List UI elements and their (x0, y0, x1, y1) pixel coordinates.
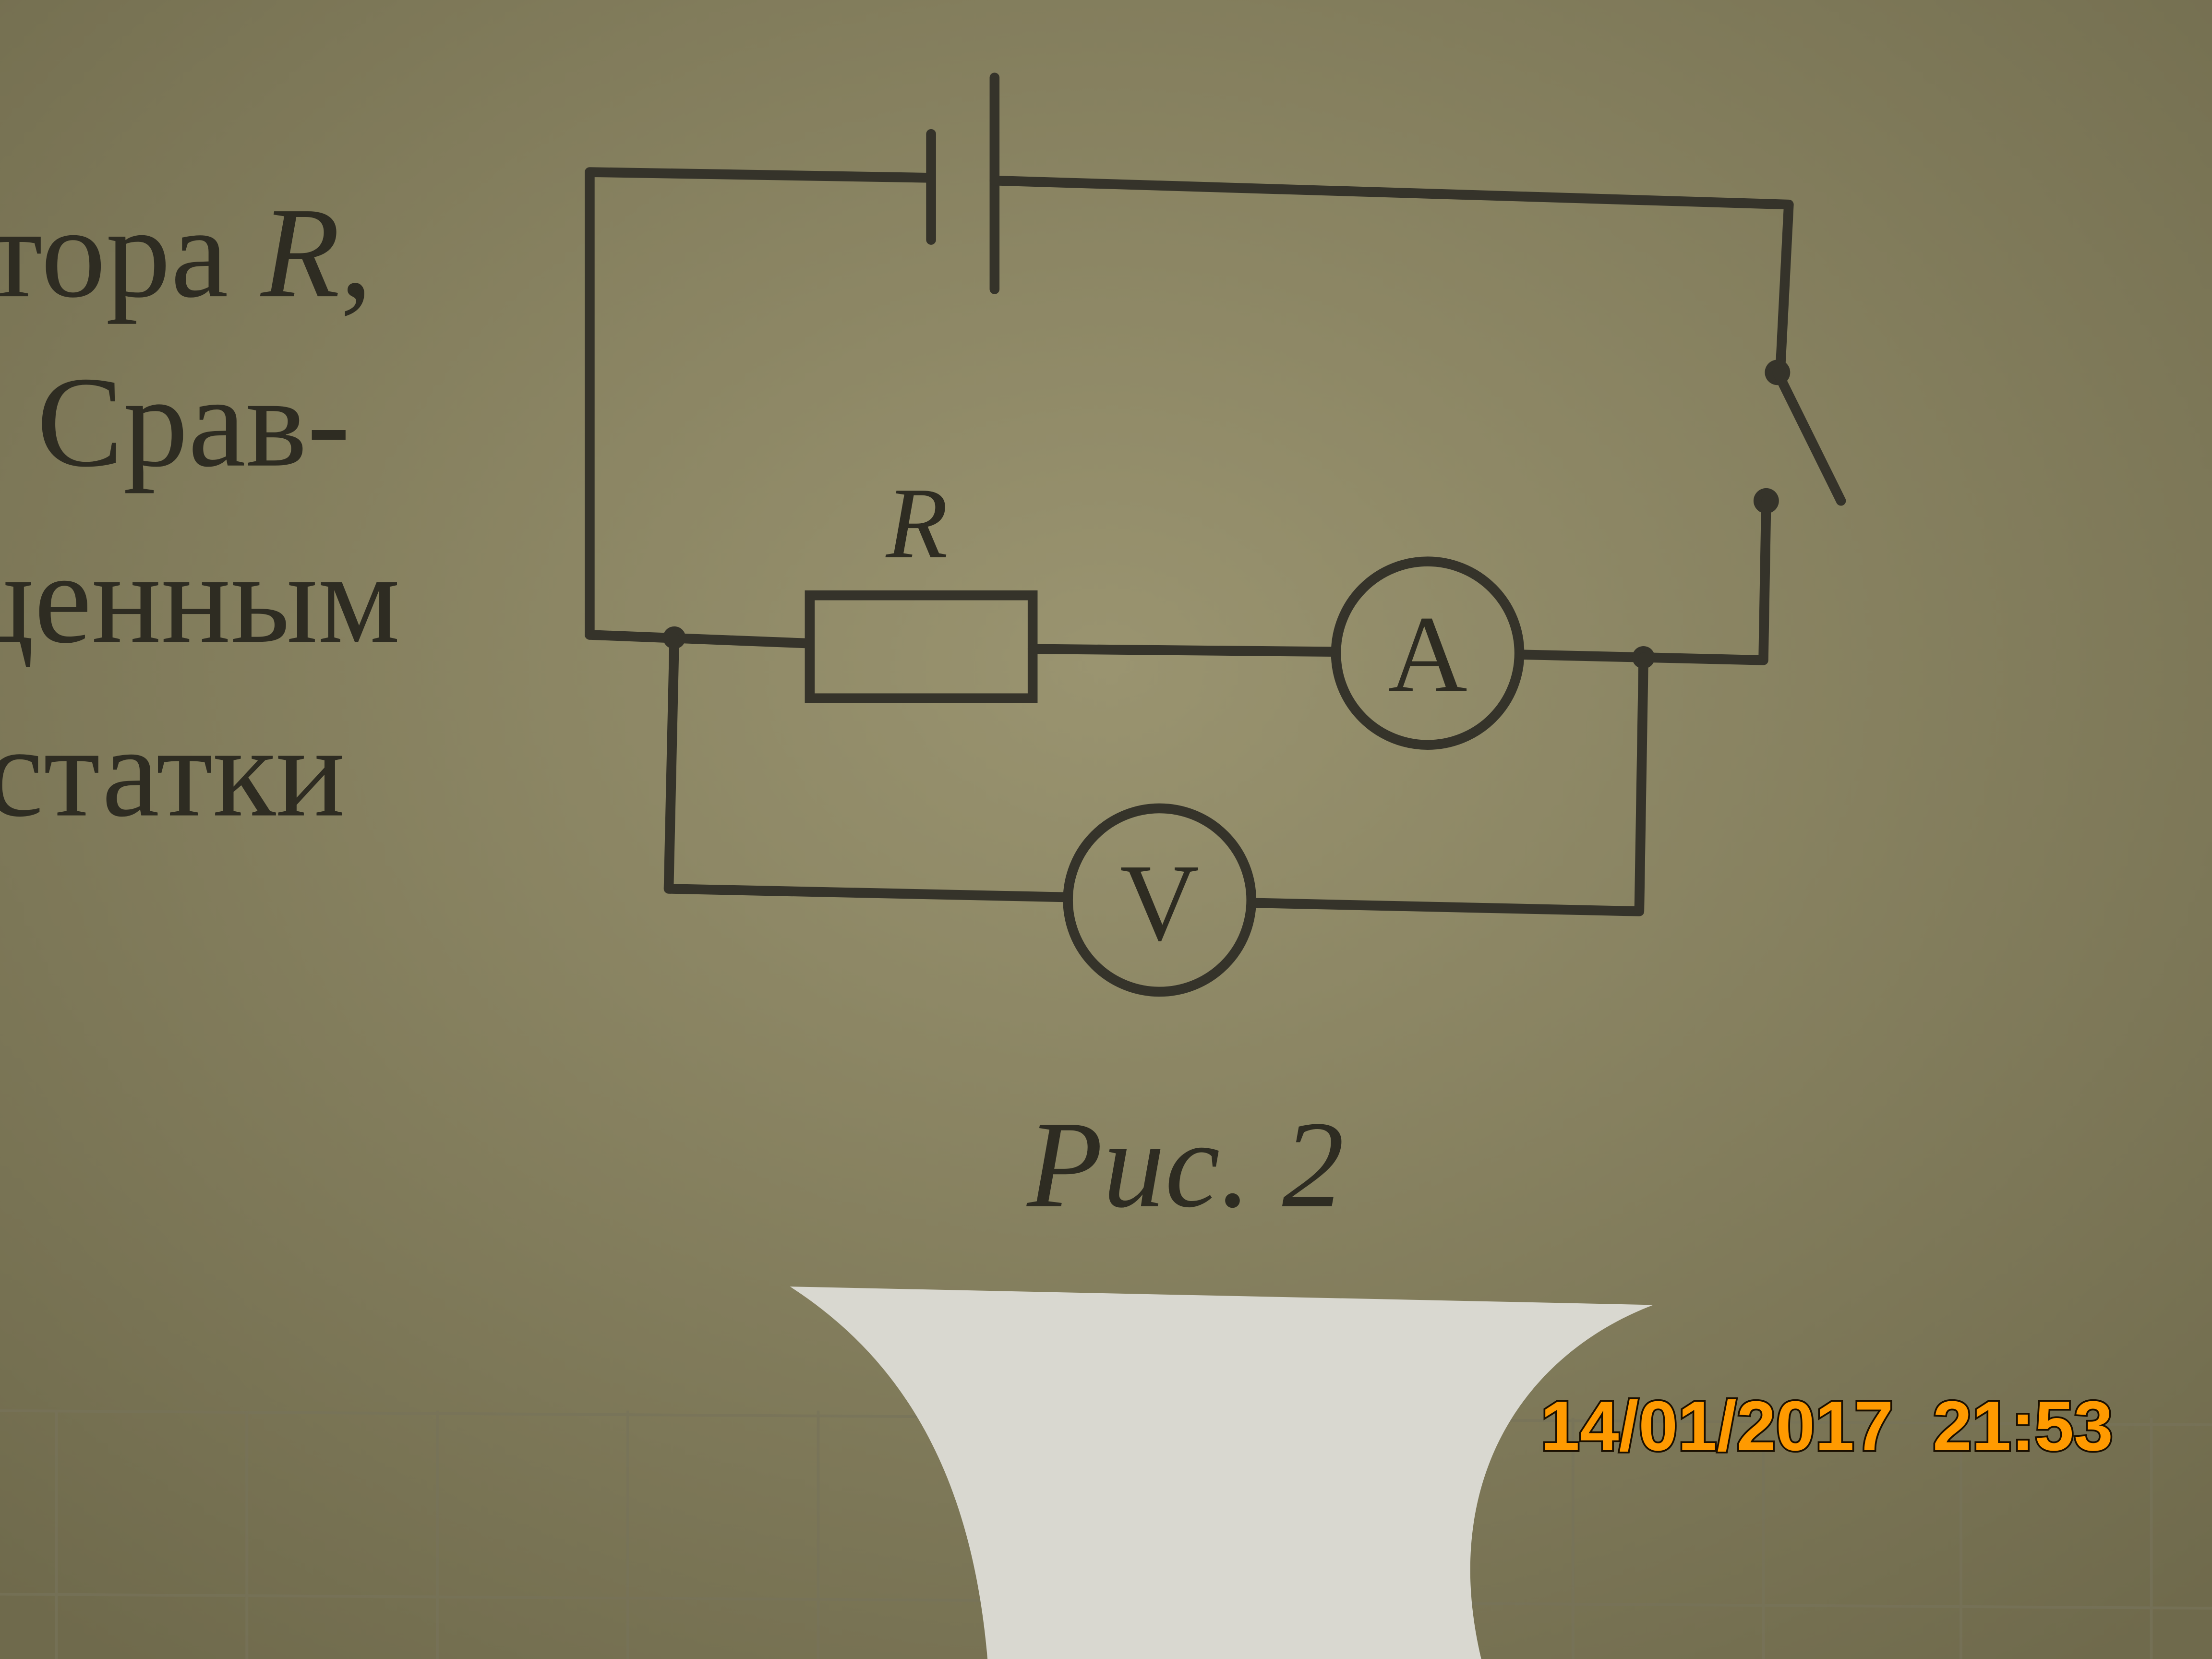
wire-left-lower (585, 630, 812, 649)
wire-voltmeter-left (663, 633, 1073, 902)
ammeter: A (1331, 556, 1525, 750)
timestamp: 14/01/2017 21:53 (1540, 1387, 2113, 1466)
text-fragment: тора R, . Срав- ценным статки (0, 181, 400, 843)
circuit-diagram: R A V (585, 72, 1846, 997)
wire-top-right (989, 175, 1794, 375)
text-line-1: тора R, (0, 181, 373, 325)
wire-top-left (585, 167, 933, 640)
white-object (790, 1286, 1654, 1659)
resistor-label: R (885, 467, 948, 579)
text-line-3: ценным (0, 527, 400, 670)
wire-right (1638, 495, 1771, 665)
voltmeter-label: V (1120, 842, 1200, 963)
wire-resistor-ammeter (1027, 644, 1340, 657)
text-line-2: . Срав- (0, 350, 350, 494)
text-line-4: статки (0, 700, 345, 844)
ammeter-label: A (1388, 593, 1467, 715)
figure-caption: Рис. 2 (1025, 1096, 1344, 1233)
switch-icon (1753, 360, 1846, 514)
wire-ammeter-junction (1515, 649, 1648, 662)
wire-voltmeter-right (1248, 652, 1648, 916)
